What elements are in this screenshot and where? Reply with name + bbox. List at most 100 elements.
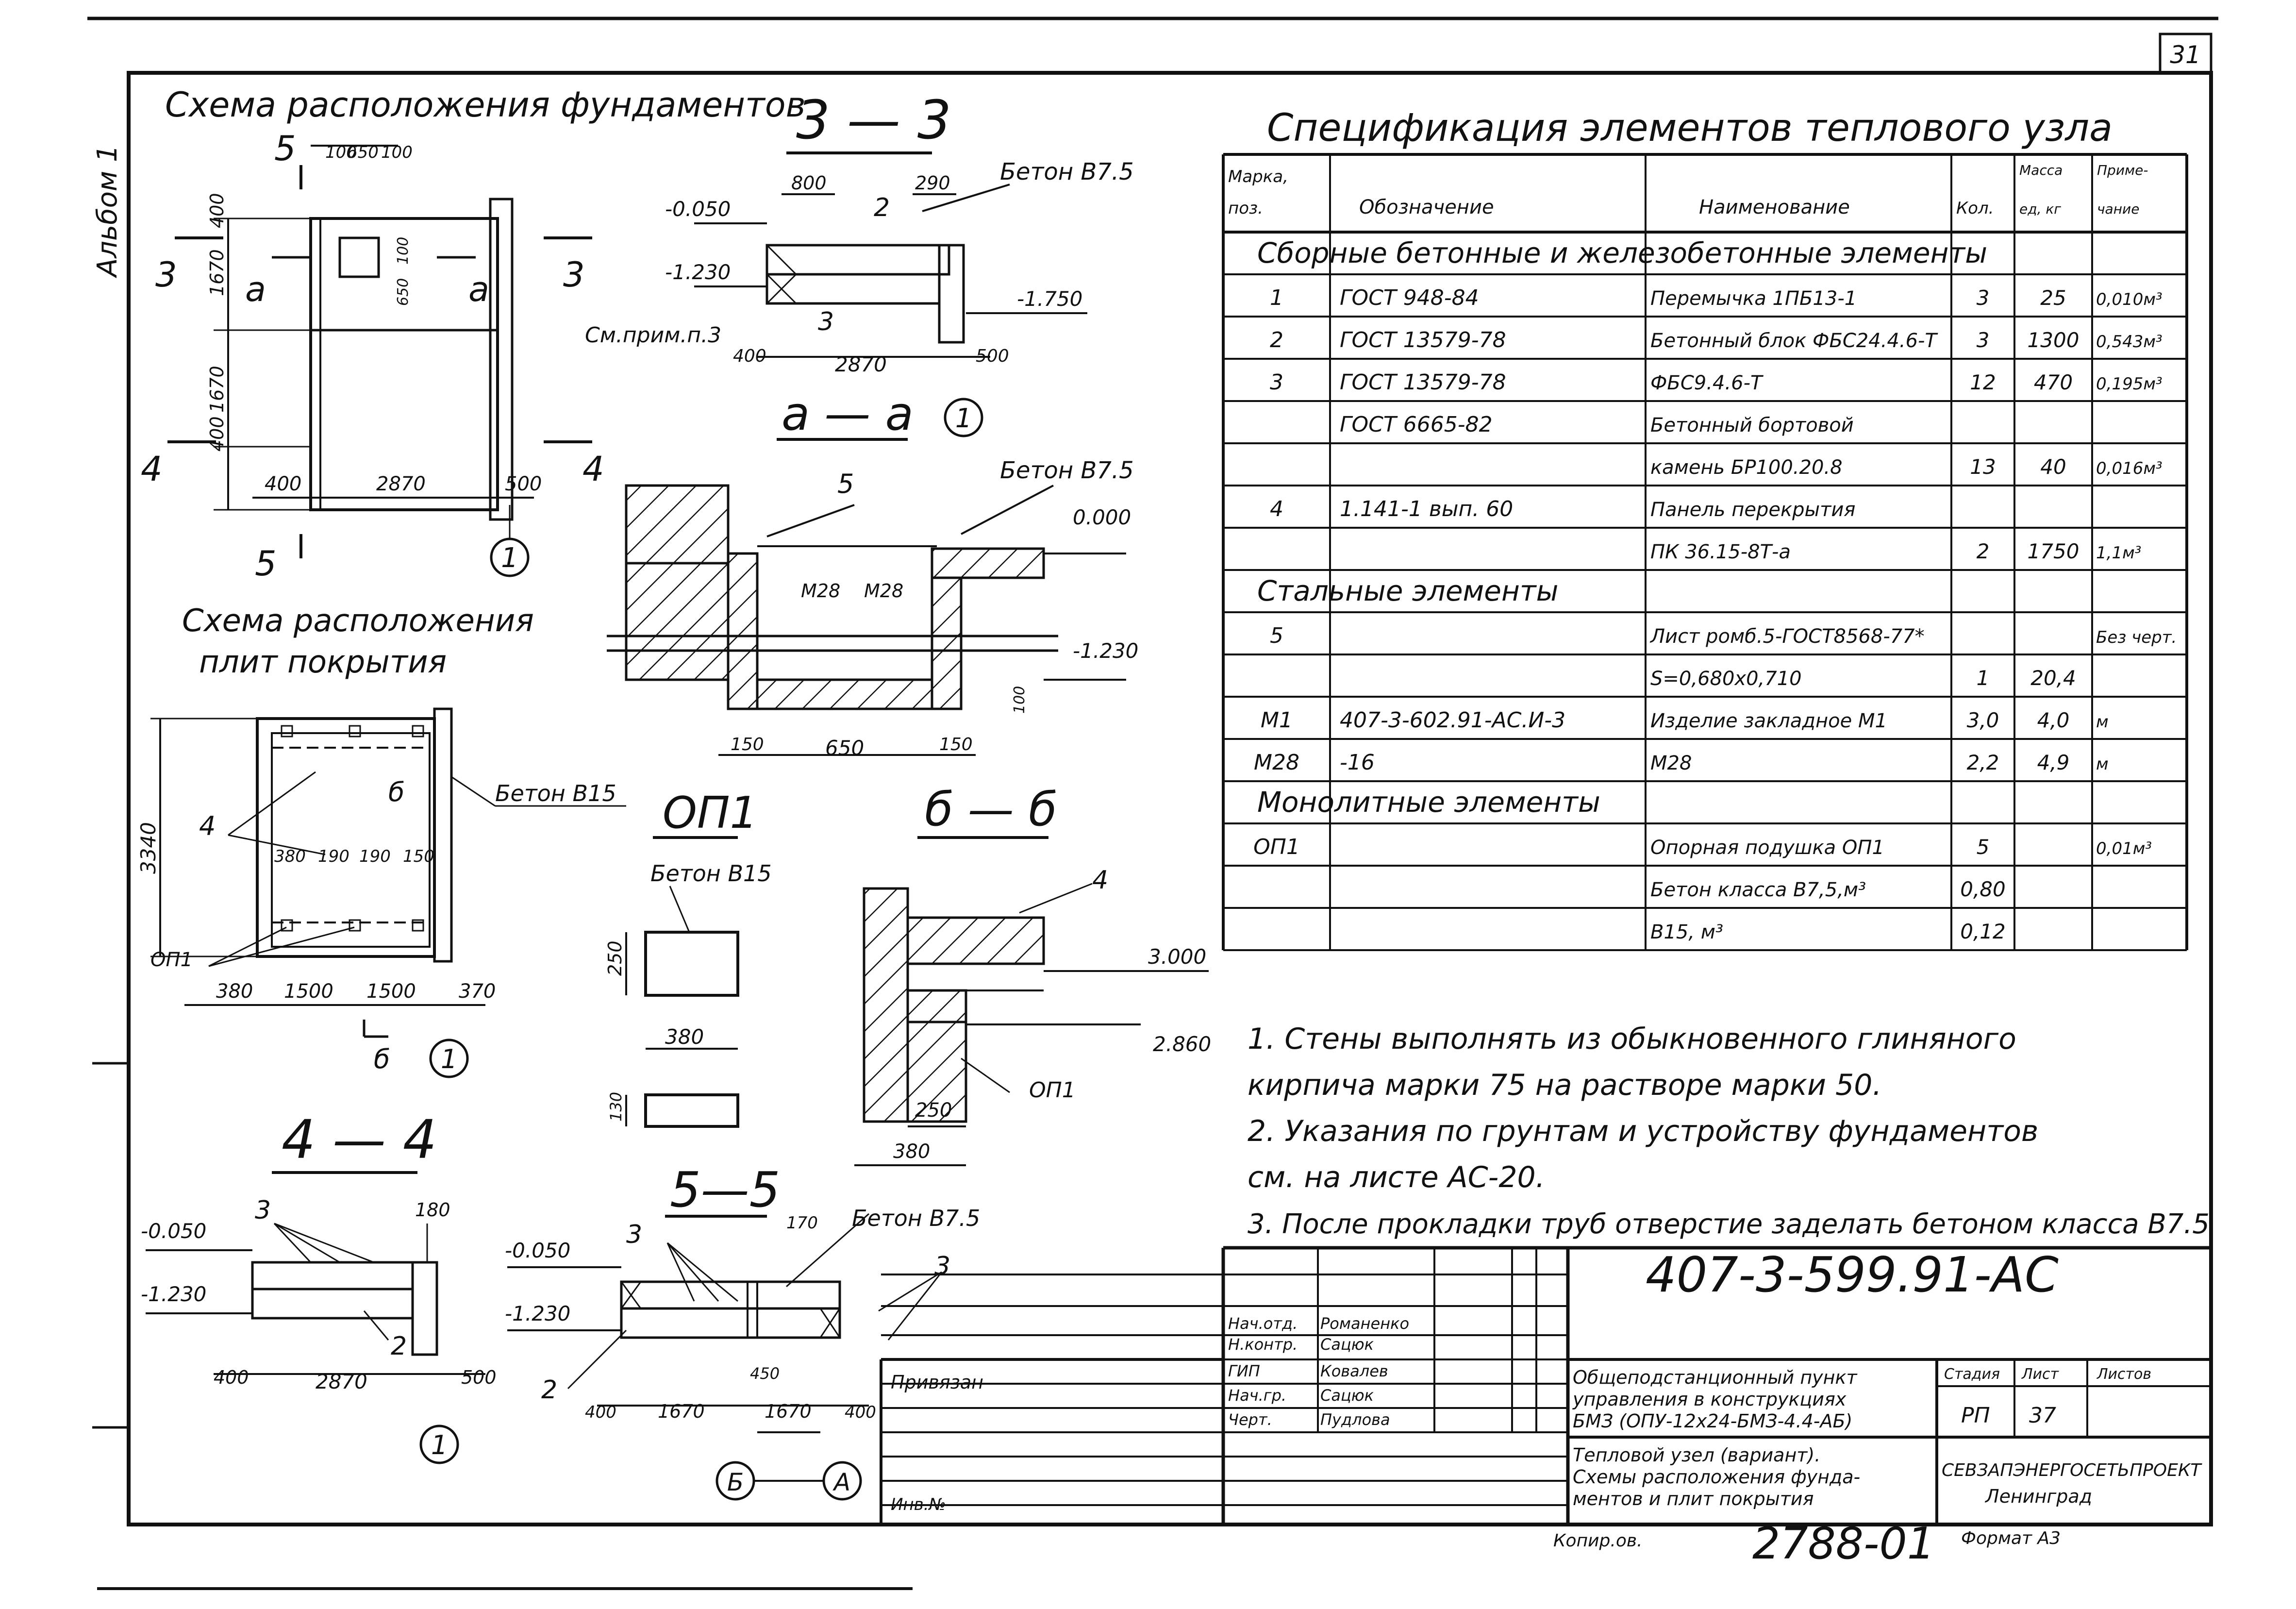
section-a-a-title: a — a xyxy=(782,387,914,441)
section-3-3-level-3: -1.750 xyxy=(1017,287,1082,311)
section-4-4-axis: 1 xyxy=(431,1430,448,1460)
section-b-b-dim-1: 250 xyxy=(915,1099,952,1122)
section-3-3-dim-bottom-1: 400 xyxy=(733,346,766,366)
section-5-5-axis-b: Б xyxy=(727,1468,744,1496)
spec-cell-mass: 4,9 xyxy=(2037,751,2070,774)
title-block-grid xyxy=(880,1246,2211,1525)
spec-cell-mass: 25 xyxy=(2040,286,2066,310)
dim-left-1: 400 xyxy=(206,193,228,228)
spec-cell-mark: 3 xyxy=(1270,370,1283,395)
section-a-a-dim-1: 150 xyxy=(731,735,764,754)
spec-cell-name: ПК 36.15-8Т-а xyxy=(1650,541,1791,563)
section-5-5-level-2: -1.230 xyxy=(505,1302,570,1325)
slab-dim-bottom-2: 1500 xyxy=(284,980,333,1003)
staff-name-1: Романенко xyxy=(1320,1314,1409,1333)
sheets-label: Листов xyxy=(2096,1366,2151,1383)
page-number: 31 xyxy=(2170,41,2201,69)
section-3-3-concrete: Бетон В7.5 xyxy=(1000,158,1134,185)
dim-top-3: 100 xyxy=(381,143,413,162)
staff-role-1: Нач.отд. xyxy=(1228,1314,1298,1333)
sheet-label: Лист xyxy=(2021,1366,2060,1383)
spec-header-qty: Кол. xyxy=(1956,199,1994,218)
spec-cell-doc: 407-3-602.91-АС.И-3 xyxy=(1340,708,1565,733)
op1-concrete: Бетон В15 xyxy=(650,860,772,887)
spec-cell-note: 1,1м³ xyxy=(2096,543,2141,563)
spec-cell-name: Бетонный блок ФБС24.4.6-Т xyxy=(1650,330,1938,352)
note-line-4: см. на листе АС-20. xyxy=(1248,1160,1545,1194)
dim-left-4: 400 xyxy=(206,416,228,452)
spec-cell-name: В15, м³ xyxy=(1650,921,1723,943)
op1-dim-w: 380 xyxy=(665,1025,704,1049)
section-a-a-dim-3: 150 xyxy=(939,735,973,754)
section-b-b-title: б — б xyxy=(925,783,1057,837)
footer-number: 2788-01 xyxy=(1752,1518,1935,1569)
section-5-5-dim-mid: 450 xyxy=(750,1364,780,1383)
section-a-a: a — a 5 Бетон В7.5 0.000 -1.230 М28 М28 … xyxy=(607,387,1138,760)
staff-role-2: Н.контр. xyxy=(1228,1335,1298,1354)
section-5-5-title: 5—5 xyxy=(670,1161,780,1218)
section-5-5-dim-bottom-2: 1670 xyxy=(658,1401,705,1422)
stage-value: РП xyxy=(1961,1403,1990,1428)
spec-cell-mark: М28 xyxy=(1254,750,1299,775)
spec-cell-name: Панель перекрытия xyxy=(1650,499,1855,521)
dim-opening-2: 100 xyxy=(395,237,412,265)
section-4-4-dim-bottom-3: 500 xyxy=(461,1367,497,1388)
dim-bottom-2: 2870 xyxy=(376,473,426,495)
slab-axis: 1 xyxy=(441,1044,457,1074)
section-3-3-dim-bottom-3: 500 xyxy=(976,346,1009,366)
spec-header-mass: Масса xyxy=(2019,162,2063,178)
project-line-3: БМЗ (ОПУ-12х24-БМЗ-4.4-АБ) xyxy=(1573,1410,1852,1432)
op1-detail: ОП1 Бетон В15 250 380 130 xyxy=(604,788,772,1128)
section-3-3-note-ref: См.прим.п.3 xyxy=(585,323,721,348)
spec-cell-name: камень БР100.20.8 xyxy=(1650,456,1843,479)
op1-dim-h: 250 xyxy=(604,940,626,976)
cut-a-right: a xyxy=(468,269,489,309)
spec-cell-note: Без черт. xyxy=(2096,628,2177,647)
foundation-axis: 1 xyxy=(501,542,518,574)
dim-bottom-1: 400 xyxy=(265,473,301,495)
spec-cell-name: Лист ромб.5-ГОСТ8568-77* xyxy=(1649,625,1925,648)
section-5-5-level-1: -0.050 xyxy=(505,1239,570,1262)
spec-cell-note: 0,010м³ xyxy=(2096,290,2163,309)
slab-cut-b: б xyxy=(388,777,404,807)
note-line-2: кирпича марки 75 на растворе марки 50. xyxy=(1248,1068,1882,1102)
section-a-a-level-2: -1.230 xyxy=(1073,639,1138,663)
spec-table: Спецификация элементов теплового узла Ма… xyxy=(1222,106,2188,951)
foundation-plan-title: Схема расположения фундаментов xyxy=(165,85,806,125)
section-4-4-dim-top: 180 xyxy=(415,1199,450,1221)
slab-dim-bottom-3: 1500 xyxy=(366,980,416,1003)
section-a-a-dim-2: 650 xyxy=(825,736,864,760)
section-3-3-dim-top-2: 290 xyxy=(915,172,950,194)
note-line-3: 2. Указания по грунтам и устройству фунд… xyxy=(1248,1114,2038,1148)
cut-3-right: 3 xyxy=(563,255,585,295)
section-4-4-label-3: 3 xyxy=(255,1196,271,1225)
foundation-plan: Схема расположения фундаментов 1 5 5 3 3… xyxy=(141,85,806,584)
spec-cell-mark: ОП1 xyxy=(1253,835,1300,859)
footer: Копир.ов. 2788-01 Формат А3 xyxy=(1553,1518,2061,1569)
spec-cell-qty: 2,2 xyxy=(1967,751,1999,774)
section-5-5-dim-bottom-1: 400 xyxy=(585,1403,616,1422)
section-3-3: 3 — 3 Бетон В7.5 -0.050 -1.230 -1.750 80… xyxy=(585,89,1134,437)
title-block: 407-3-599.91-АС Привязан Инв.№ Нач.отд. … xyxy=(880,1246,2211,1525)
spec-cell-note: 0,01м³ xyxy=(2096,839,2152,858)
staff-role-5: Черт. xyxy=(1228,1410,1272,1429)
slab-dim-bottom-4: 370 xyxy=(459,980,496,1003)
spec-cell-qty: 0,80 xyxy=(1960,877,2006,901)
note-line-5: 3. После прокладки труб отверстие задела… xyxy=(1248,1208,2210,1240)
section-b-b-level-2: 2.860 xyxy=(1153,1032,1211,1056)
spec-cell-mark: 2 xyxy=(1270,328,1283,352)
cut-a-left: a xyxy=(245,269,266,309)
spec-cell-note: 0,543м³ xyxy=(2096,332,2163,352)
staff-name-2: Сацюк xyxy=(1320,1335,1374,1354)
section-4-4-label-2: 2 xyxy=(391,1332,407,1361)
spec-header-doc: Обозначение xyxy=(1359,196,1494,218)
slab-dim-inner-4: 150 xyxy=(403,847,434,866)
spec-cell-doc: 1.141-1 вып. 60 xyxy=(1340,497,1513,521)
section-3-3-dim-bottom-2: 2870 xyxy=(835,352,887,376)
spec-cell-note: м xyxy=(2096,712,2109,732)
org-line-2: Ленинград xyxy=(1984,1486,2092,1507)
slab-plan-title-1: Схема расположения xyxy=(182,603,534,639)
section-3-3-axis: 1 xyxy=(955,403,972,434)
